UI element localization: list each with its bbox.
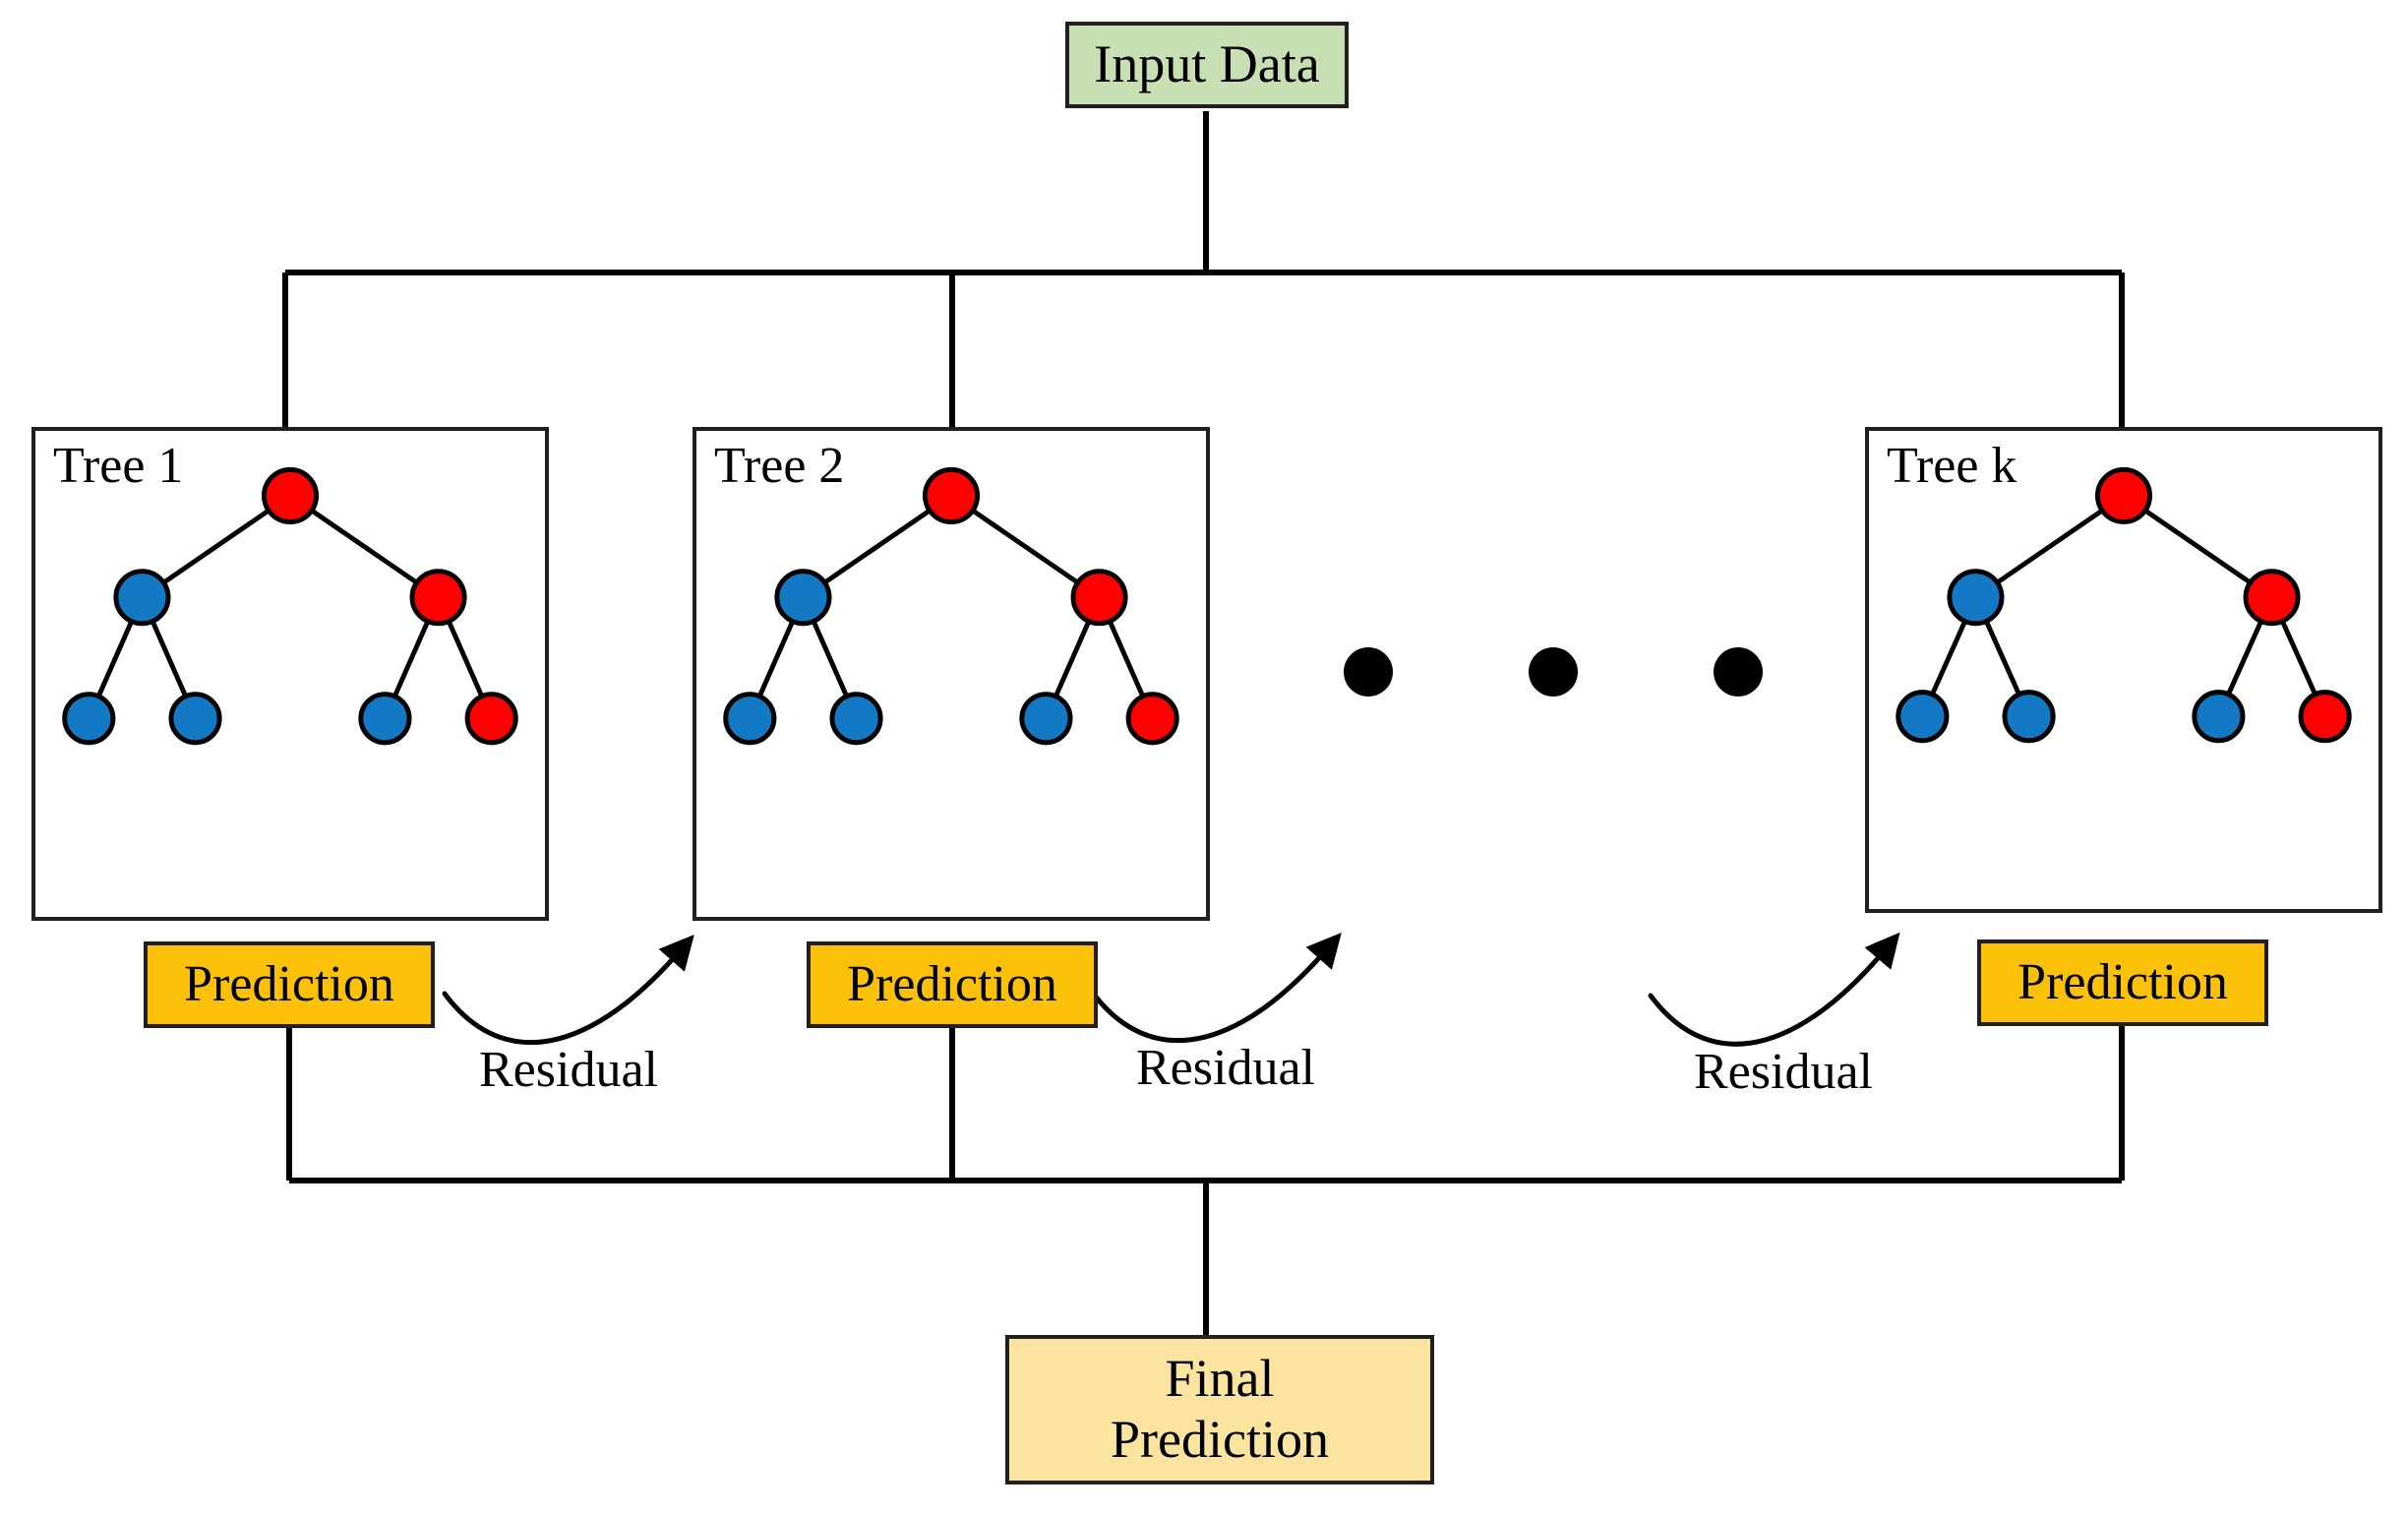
tree-label-k: Tree k (1887, 438, 2017, 494)
residual-arrow-2 (1089, 932, 1342, 1044)
tree-label-1: Tree 1 (53, 438, 184, 494)
final-prediction-box[interactable]: Final Prediction (1005, 1335, 1434, 1485)
residual-label-3: Residual (1694, 1044, 1873, 1100)
tree-label-2: Tree 2 (714, 438, 845, 494)
ellipsis-dot (1714, 647, 1763, 697)
tree-node-leaf (1896, 690, 1950, 744)
ellipsis-dot (1344, 647, 1393, 697)
tree-node-internal-right (2243, 569, 2301, 627)
tree-node-leaf (168, 692, 222, 746)
tree-node-root (2094, 466, 2153, 524)
prediction-box-k[interactable]: Prediction (1977, 939, 2268, 1026)
tree-edge (1974, 493, 2126, 600)
tree-node-leaf (464, 692, 518, 746)
tree-node-internal-left (1947, 569, 2005, 627)
tree-node-leaf (829, 692, 883, 746)
tree-node-leaf (723, 692, 777, 746)
tree-node-leaf (2192, 690, 2246, 744)
prediction-box-1[interactable]: Prediction (144, 941, 435, 1028)
tree-node-leaf (2002, 690, 2056, 744)
final-prediction-line-1: Final (1165, 1349, 1275, 1409)
tree-box-2[interactable]: Tree 2 (692, 427, 1210, 921)
tree-box-k[interactable]: Tree k (1865, 427, 2382, 913)
input-data-label: Input Data (1094, 34, 1320, 94)
tree-edge (141, 493, 292, 600)
residual-arrow-1 (442, 934, 694, 1046)
tree-graph-k (1896, 466, 2352, 744)
tree-node-internal-left (113, 569, 171, 627)
tree-edge (2122, 493, 2273, 600)
tree-node-leaf (2298, 690, 2352, 744)
tree-edge (288, 493, 440, 600)
tree-node-root (261, 466, 320, 524)
residual-label-2: Residual (1136, 1040, 1315, 1096)
tree-node-root (922, 466, 981, 524)
ellipsis-dots (1344, 647, 1763, 697)
tree-edge (802, 493, 953, 600)
tree-node-leaf (1019, 692, 1073, 746)
tree-node-leaf (62, 692, 116, 746)
tree-node-internal-right (409, 569, 467, 627)
tree-edge (949, 493, 1101, 600)
tree-graph-2 (723, 466, 1179, 746)
prediction-box-2[interactable]: Prediction (807, 941, 1098, 1028)
input-data-box[interactable]: Input Data (1065, 22, 1349, 108)
final-prediction-line-2: Prediction (1111, 1410, 1329, 1469)
tree-box-1[interactable]: Tree 1 (31, 427, 549, 921)
tree-node-internal-right (1070, 569, 1128, 627)
tree-graph-1 (62, 466, 518, 746)
tree-node-leaf (1125, 692, 1179, 746)
residual-arrow-3 (1648, 932, 1900, 1047)
prediction-label-1: Prediction (184, 956, 394, 1013)
prediction-label-k: Prediction (2017, 954, 2228, 1011)
tree-node-leaf (358, 692, 412, 746)
tree-node-internal-left (774, 569, 832, 627)
ellipsis-dot (1529, 647, 1578, 697)
prediction-label-2: Prediction (847, 956, 1057, 1013)
residual-label-1: Residual (479, 1042, 658, 1098)
